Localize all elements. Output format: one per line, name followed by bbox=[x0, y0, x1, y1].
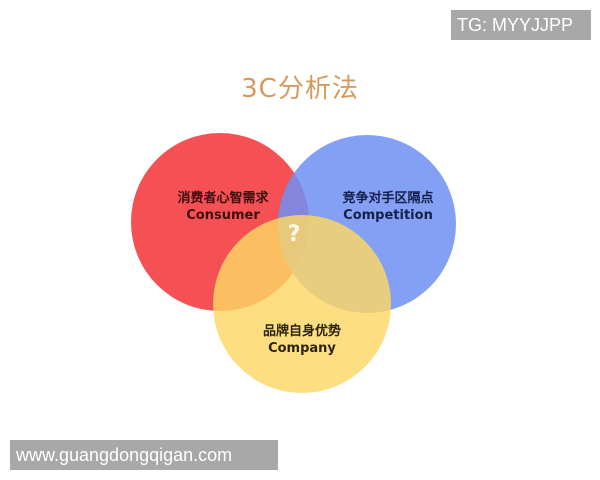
company-label-zh: 品牌自身优势 bbox=[262, 324, 341, 339]
competition-label: 竞争对手区隔点 Competition bbox=[318, 190, 458, 224]
diagram-title: 3C分析法 bbox=[241, 74, 359, 104]
competition-label-en: Competition bbox=[343, 208, 433, 223]
intersection-question-mark: ? bbox=[287, 222, 301, 247]
consumer-label-zh: 消费者心智需求 bbox=[177, 191, 269, 206]
watermark-telegram: TG: MYYJJPP bbox=[451, 10, 591, 40]
competition-label-zh: 竞争对手区隔点 bbox=[342, 191, 434, 206]
consumer-label: 消费者心智需求 Consumer bbox=[148, 190, 298, 224]
consumer-label-en: Consumer bbox=[186, 208, 260, 223]
company-label: 品牌自身优势 Company bbox=[228, 323, 376, 357]
company-circle bbox=[213, 215, 391, 393]
watermark-website: www.guangdongqigan.com bbox=[10, 440, 278, 470]
company-label-en: Company bbox=[268, 341, 336, 356]
